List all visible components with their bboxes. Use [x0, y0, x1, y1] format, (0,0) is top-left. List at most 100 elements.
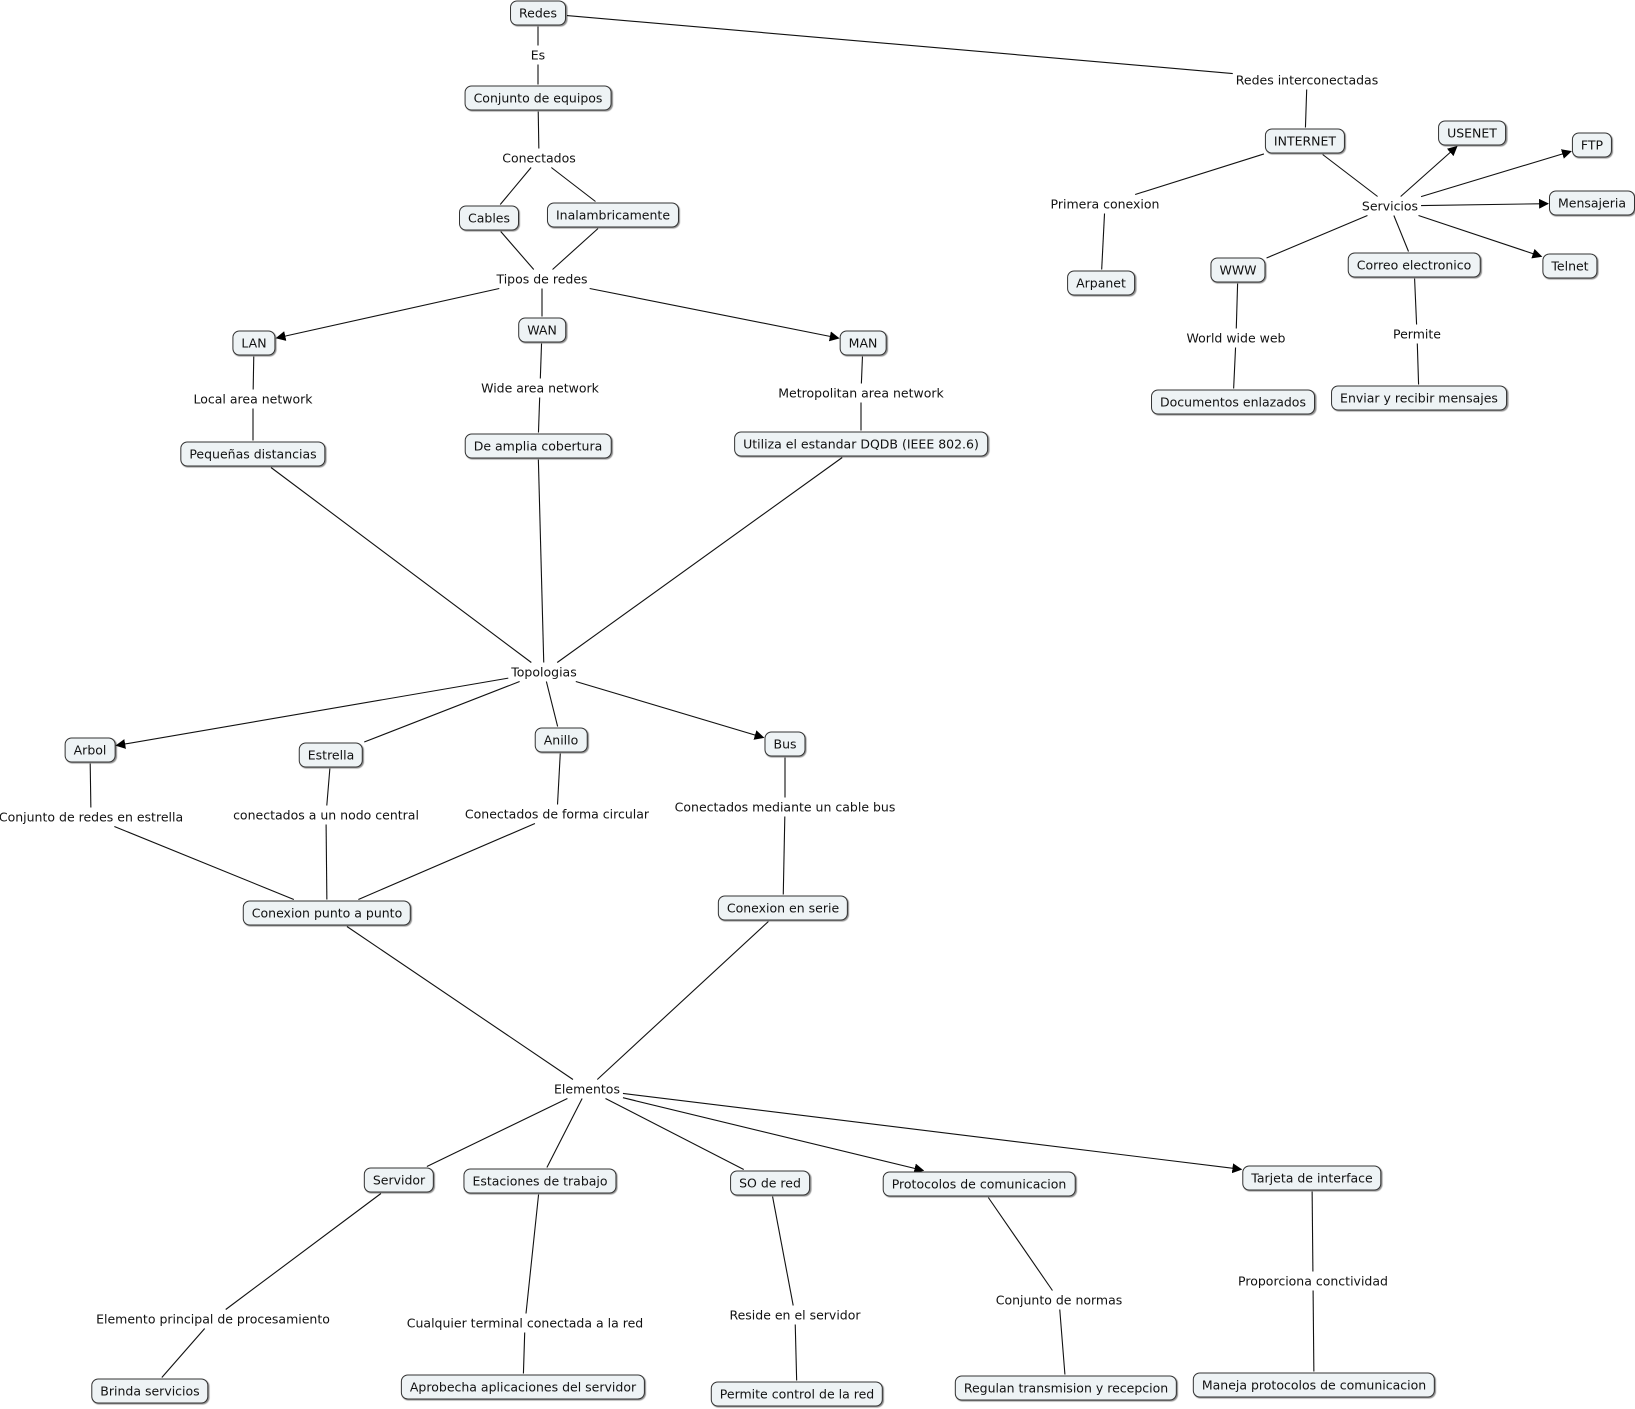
connector-tipos-lan — [275, 287, 500, 341]
connector-wan-wide — [539, 343, 543, 379]
concept-brinda-servicios[interactable]: Brinda servicios — [91, 1378, 209, 1404]
link-phrase-reside-en-el-servidor: Reside en el servidor — [727, 1306, 863, 1324]
concept-arbol[interactable]: Arbol — [64, 737, 116, 763]
concept-anillo[interactable]: Anillo — [534, 727, 588, 753]
concept-wan[interactable]: WAN — [518, 317, 566, 343]
connector-topologias-bus — [575, 680, 765, 740]
concept-permite-control-de-la-red[interactable]: Permite control de la red — [710, 1381, 884, 1407]
concept-bus[interactable]: Bus — [764, 731, 806, 757]
link-phrase-permite: Permite — [1391, 325, 1443, 343]
concept-protocolos-de-comunicacion[interactable]: Protocolos de comunicacion — [882, 1171, 1076, 1197]
concept-estaciones-de-trabajo[interactable]: Estaciones de trabajo — [463, 1168, 617, 1194]
connector-elemento_principal-brinda — [161, 1328, 206, 1378]
concept-tarjeta-de-interface[interactable]: Tarjeta de interface — [1242, 1165, 1382, 1191]
link-phrase-servicios: Servicios — [1359, 197, 1421, 215]
connector-punto-elementos — [346, 926, 574, 1080]
concept-usenet[interactable]: USENET — [1438, 120, 1506, 146]
concept-lan[interactable]: LAN — [232, 330, 276, 356]
connector-cualquier_terminal-aprobecha — [522, 1332, 526, 1374]
connector-cables-tipos — [500, 231, 535, 270]
concept-documentos-enlazados[interactable]: Documentos enlazados — [1151, 389, 1315, 415]
concept-ftp[interactable]: FTP — [1571, 132, 1613, 158]
connector-forma_circular-punto — [358, 822, 536, 901]
connector-elementos-tarjeta — [622, 1092, 1243, 1174]
connector-elementos-protocolos — [622, 1097, 925, 1174]
concept-conexion-punto-a-punto[interactable]: Conexion punto a punto — [242, 900, 412, 926]
connector-man-metro — [860, 356, 864, 384]
connector-correo-permite — [1414, 278, 1418, 325]
link-phrase-proporciona-conctividad: Proporciona conctividad — [1236, 1272, 1390, 1290]
connector-conectados-cables — [499, 167, 532, 205]
concept-telnet[interactable]: Telnet — [1542, 253, 1598, 279]
connector-tarjeta-proporciona — [1311, 1191, 1314, 1272]
concept-estandar-dqdb[interactable]: Utiliza el estandar DQDB (IEEE 802.6) — [734, 431, 988, 457]
concept-cables[interactable]: Cables — [459, 205, 519, 231]
concept-enviar-y-recibir-mensajes[interactable]: Enviar y recibir mensajes — [1331, 385, 1507, 411]
connector-servicios-www — [1266, 214, 1368, 259]
connector-permite-enviar — [1416, 343, 1420, 385]
link-phrase-wide-area-network: Wide area network — [479, 379, 601, 397]
connector-estrella-nodo_central — [326, 768, 331, 806]
connector-servicios-mensajeria — [1421, 198, 1549, 209]
connector-nodo_central-punto — [325, 824, 328, 900]
connector-internet-primera — [1134, 153, 1265, 196]
link-phrase-elemento-principal-de-procesamiento: Elemento principal de procesamiento — [94, 1310, 332, 1328]
connector-topologias-estrella — [364, 680, 520, 743]
concept-aprobecha-aplicaciones[interactable]: Aprobecha aplicaciones del servidor — [400, 1374, 646, 1400]
link-phrase-local-area-network: Local area network — [191, 390, 315, 408]
connector-conectados-inalambricamente — [550, 167, 596, 202]
connector-world_wide-documentos — [1233, 347, 1237, 389]
link-phrase-metropolitan-area-network: Metropolitan area network — [776, 384, 946, 402]
concept-www[interactable]: WWW — [1210, 257, 1266, 283]
concept-arpanet[interactable]: Arpanet — [1067, 270, 1135, 296]
connector-inalambricamente-tipos — [552, 228, 599, 270]
connector-amplia-topologias — [537, 459, 545, 663]
concept-de-amplia-cobertura[interactable]: De amplia cobertura — [464, 433, 612, 459]
concept-conexion-en-serie[interactable]: Conexion en serie — [717, 895, 849, 921]
connector-topologias-anillo — [545, 681, 559, 727]
concept-conjunto-de-equipos[interactable]: Conjunto de equipos — [464, 85, 612, 111]
connector-estaciones-cualquier_terminal — [525, 1194, 540, 1314]
connector-cable_bus-serie — [782, 816, 786, 895]
connector-servicios-ftp — [1420, 149, 1572, 198]
concept-servidor[interactable]: Servidor — [363, 1167, 435, 1193]
connector-pequenas-topologias — [270, 467, 532, 663]
link-phrase-conjunto-de-redes-en-estrella: Conjunto de redes en estrella — [0, 808, 186, 826]
link-phrase-elementos: Elementos — [552, 1080, 622, 1098]
concept-man[interactable]: MAN — [839, 330, 887, 356]
connector-dqdb-topologias — [556, 457, 843, 663]
concept-so-de-red[interactable]: SO de red — [730, 1170, 810, 1196]
link-phrase-redes-interconectadas: Redes interconectadas — [1233, 71, 1381, 89]
link-phrase-conectados: Conectados — [500, 149, 578, 167]
connector-www-world_wide — [1235, 283, 1239, 329]
concept-inalambricamente[interactable]: Inalambricamente — [546, 202, 680, 228]
concept-mensajeria[interactable]: Mensajeria — [1548, 190, 1635, 216]
connector-redes-redes_inter — [566, 14, 1233, 75]
concept-regulan-transmision[interactable]: Regulan transmision y recepcion — [954, 1375, 1178, 1401]
concept-internet[interactable]: INTERNET — [1264, 128, 1346, 154]
link-phrase-conjunto-de-normas: Conjunto de normas — [993, 1291, 1125, 1309]
connector-servicios-correo — [1393, 215, 1410, 252]
link-phrase-conectados-de-forma-circular: Conectados de forma circular — [462, 805, 652, 823]
connector-servicios-telnet — [1418, 214, 1543, 259]
concept-maneja-protocolos[interactable]: Maneja protocolos de comunicacion — [1192, 1372, 1436, 1398]
link-phrase-topologias: Topologias — [509, 663, 579, 681]
concept-estrella[interactable]: Estrella — [298, 742, 364, 768]
concept-correo-electronico[interactable]: Correo electronico — [1347, 252, 1481, 278]
connector-internet-servicios — [1322, 154, 1378, 197]
connector-anillo-forma_circular — [556, 753, 561, 805]
link-phrase-tipos-de-redes: Tipos de redes — [494, 270, 590, 288]
connector-conjunto_equipos-conectados — [537, 111, 540, 149]
link-phrase-es: Es — [528, 46, 548, 64]
link-phrase-conectados-a-un-nodo-central: conectados a un nodo central — [231, 806, 421, 824]
concept-pequenas-distancias[interactable]: Pequeñas distancias — [180, 441, 326, 467]
concept-redes[interactable]: Redes — [510, 0, 566, 26]
connector-wide-amplia — [537, 397, 541, 433]
connector-so_red-reside — [772, 1196, 794, 1306]
link-phrase-world-wide-web: World wide web — [1184, 329, 1288, 347]
connector-serie-elementos — [596, 921, 769, 1080]
connector-servicios-usenet — [1400, 145, 1458, 197]
connector-topologias-arbol — [115, 677, 509, 749]
connector-redes_inter-internet — [1304, 89, 1308, 128]
